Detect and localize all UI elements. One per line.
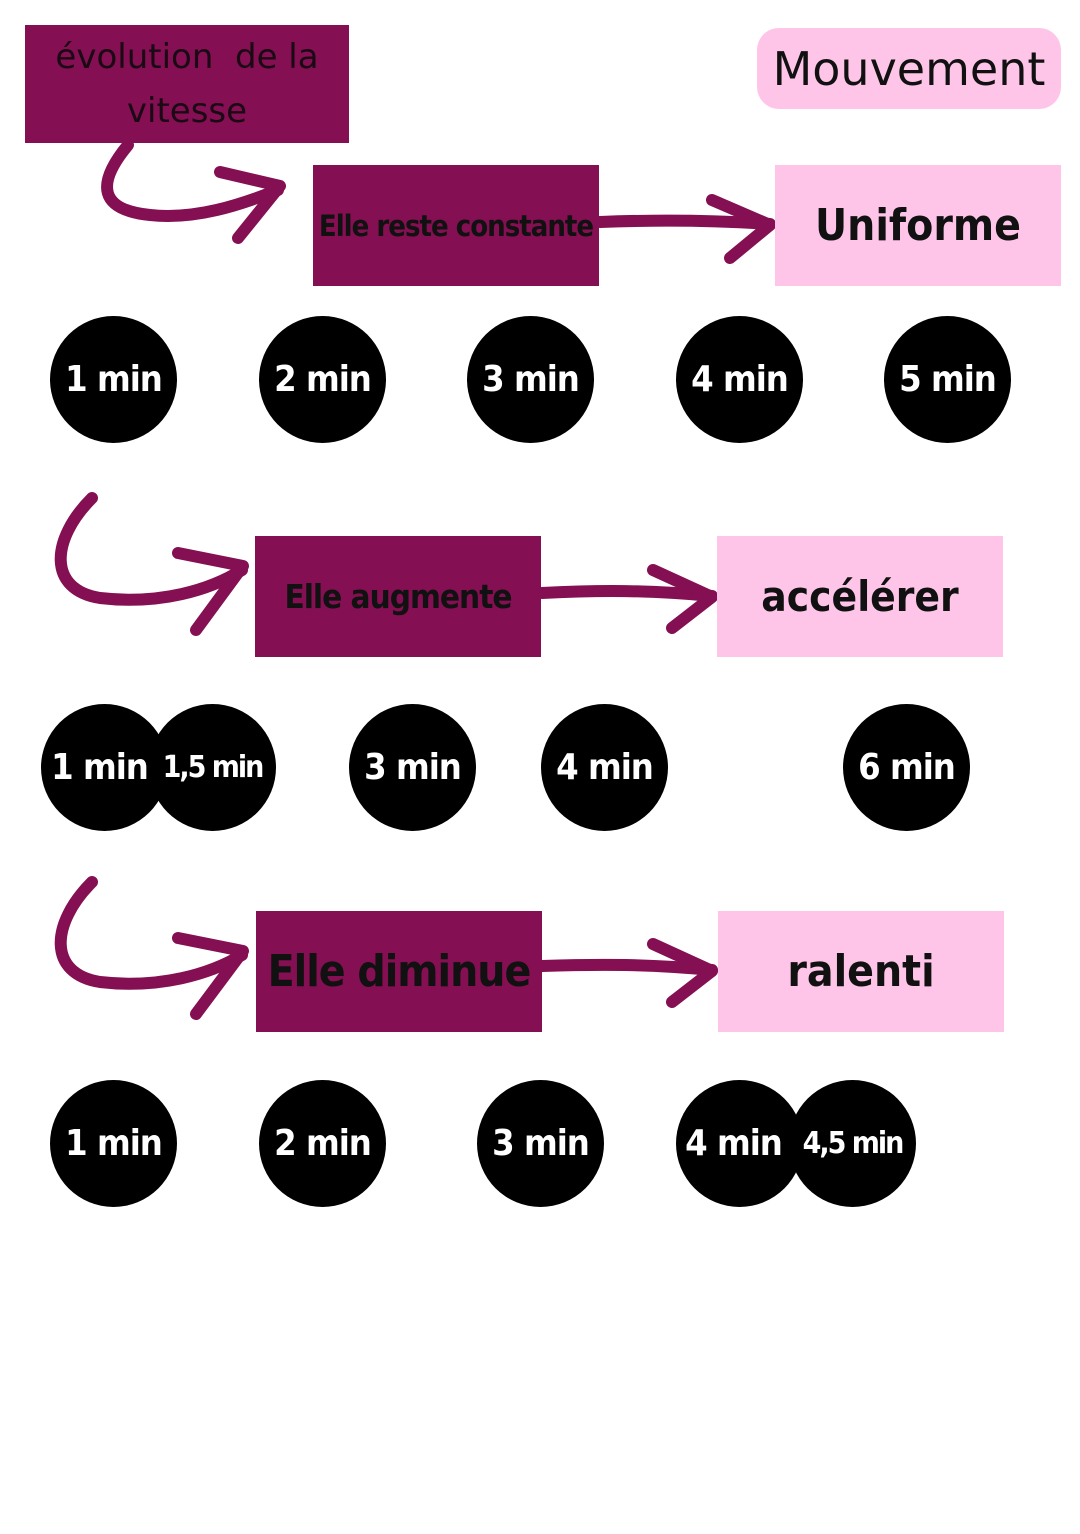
time-label: 1 min <box>65 1123 163 1164</box>
time-dot: 2 min <box>259 316 386 443</box>
time-dot: 1 min <box>50 1080 177 1207</box>
curved-arrow-3-head <box>172 932 249 1020</box>
time-dot: 4 min <box>676 1080 803 1207</box>
time-label: 5 min <box>899 359 997 400</box>
time-label: 4 min <box>685 1123 783 1164</box>
straight-arrow-3 <box>536 958 718 976</box>
curved-arrow-1-head <box>214 166 286 244</box>
straight-arrow-2 <box>536 585 718 602</box>
time-label: 1,5 min <box>162 750 265 785</box>
mouvement-text: Mouvement <box>772 41 1046 96</box>
mouvement-label: Mouvement <box>757 28 1061 109</box>
time-dot: 3 min <box>467 316 594 443</box>
curved-arrow-1 <box>101 139 284 222</box>
time-label: 4 min <box>556 747 654 788</box>
time-label: 3 min <box>482 359 580 400</box>
time-dot: 1 min <box>41 704 168 831</box>
curved-arrow-2 <box>54 492 248 606</box>
result-text: accélérer <box>761 572 959 621</box>
title-text: évolution de la vitesse <box>55 37 319 131</box>
time-label: 3 min <box>364 747 462 788</box>
state-box-diminue: Elle diminue <box>256 911 542 1032</box>
time-dot: 1,5 min <box>149 704 276 831</box>
time-label: 6 min <box>858 747 956 788</box>
straight-arrow-1 <box>594 214 776 230</box>
time-dot: 6 min <box>843 704 970 831</box>
result-text: ralenti <box>787 946 935 997</box>
state-text: Elle diminue <box>267 946 532 997</box>
time-dot: 4,5 min <box>789 1080 916 1207</box>
time-dot: 1 min <box>50 316 177 443</box>
time-dot: 3 min <box>349 704 476 831</box>
time-dot: 4 min <box>676 316 803 443</box>
state-text: Elle augmente <box>284 577 512 616</box>
time-dot: 3 min <box>477 1080 604 1207</box>
curved-arrow-2-head <box>172 547 249 636</box>
time-dot: 2 min <box>259 1080 386 1207</box>
state-box-augmente: Elle augmente <box>255 536 541 657</box>
time-label: 2 min <box>274 1123 372 1164</box>
time-dot: 4 min <box>541 704 668 831</box>
state-box-constant: Elle reste constante <box>313 165 599 286</box>
straight-arrow-1-head <box>706 194 776 264</box>
straight-arrow-3-head <box>647 938 718 1008</box>
time-label: 1 min <box>51 747 149 788</box>
result-box-ralenti: ralenti <box>718 911 1004 1032</box>
state-text: Elle reste constante <box>318 208 594 243</box>
time-dot: 5 min <box>884 316 1011 443</box>
title-box: évolution de la vitesse <box>25 25 349 143</box>
straight-arrow-2-head <box>647 564 718 634</box>
time-label: 2 min <box>274 359 372 400</box>
time-label: 4,5 min <box>802 1126 905 1161</box>
result-text: Uniforme <box>815 200 1021 251</box>
result-box-uniforme: Uniforme <box>775 165 1061 286</box>
curved-arrow-3 <box>54 876 248 990</box>
result-box-accelerer: accélérer <box>717 536 1003 657</box>
time-label: 4 min <box>691 359 789 400</box>
time-label: 1 min <box>65 359 163 400</box>
time-label: 3 min <box>492 1123 590 1164</box>
